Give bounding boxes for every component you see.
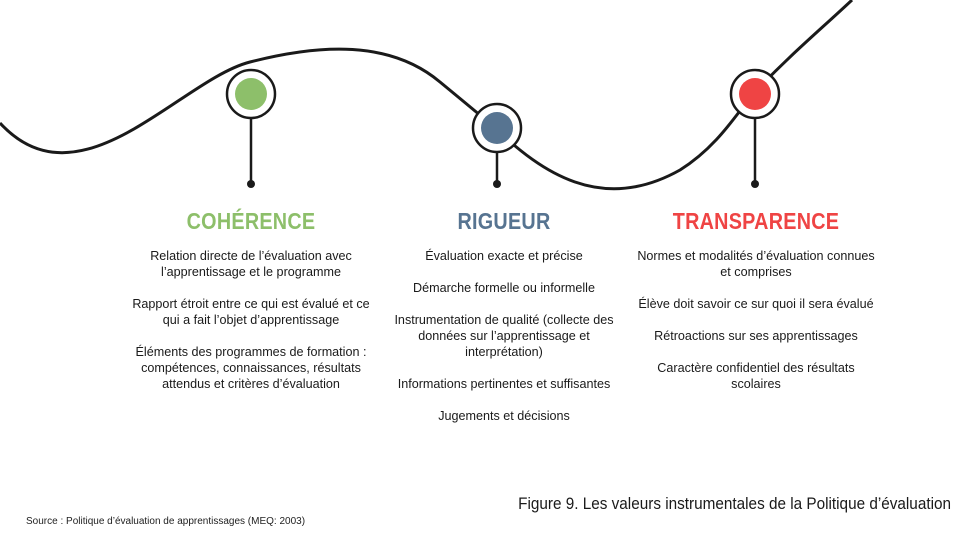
list-item: Caractère confidentiel des résultats sco… bbox=[657, 361, 855, 391]
title-transparence: TRANSPARENCE bbox=[672, 208, 840, 234]
list-item: Jugements et décisions bbox=[438, 409, 570, 423]
column-coherence: COHÉRENCE Relation directe de l’évaluati… bbox=[131, 207, 371, 408]
list-item: Informations pertinentes et suffisantes bbox=[397, 377, 611, 391]
list-item: Éléments des programmes de formation : c… bbox=[135, 345, 367, 391]
list-transparence: Normes et modalités d’évaluation connues… bbox=[636, 248, 876, 392]
list-item: Relation directe de l’évaluation avec l’… bbox=[150, 249, 352, 279]
column-transparence: TRANSPARENCE Normes et modalités d’évalu… bbox=[636, 207, 876, 408]
stem-dot-coherence bbox=[247, 180, 255, 188]
node-coherence bbox=[225, 68, 277, 188]
wave-line bbox=[0, 0, 854, 191]
list-rigueur: Évaluation exacte et précise Démarche fo… bbox=[384, 248, 624, 424]
node-transparence bbox=[729, 68, 781, 188]
list-item: Démarche formelle ou informelle bbox=[413, 281, 595, 295]
stem-dot-transparence bbox=[751, 180, 759, 188]
title-rigueur: RIGUEUR bbox=[457, 208, 551, 234]
list-item: Rétroactions sur ses apprentissages bbox=[654, 329, 858, 343]
stem-dot-rigueur bbox=[493, 180, 501, 188]
list-item: Normes et modalités d’évaluation connues… bbox=[637, 249, 875, 279]
list-item: Élève doit savoir ce sur quoi il sera év… bbox=[638, 297, 874, 311]
node-rigueur bbox=[471, 102, 523, 188]
figure-caption: Figure 9. Les valeurs instrumentales de … bbox=[518, 494, 951, 513]
node-fill-transparence bbox=[739, 78, 771, 110]
source-note: Source : Politique d’évaluation de appre… bbox=[26, 516, 306, 527]
node-fill-coherence bbox=[235, 78, 267, 110]
column-rigueur: RIGUEUR Évaluation exacte et précise Dém… bbox=[384, 207, 624, 440]
list-item: Évaluation exacte et précise bbox=[425, 249, 583, 263]
title-coherence: COHÉRENCE bbox=[186, 208, 316, 234]
list-item: Instrumentation de qualité (collecte des… bbox=[394, 313, 614, 359]
list-coherence: Relation directe de l’évaluation avec l’… bbox=[131, 248, 371, 392]
node-fill-rigueur bbox=[481, 112, 513, 144]
list-item: Rapport étroit entre ce qui est évalué e… bbox=[132, 297, 370, 327]
